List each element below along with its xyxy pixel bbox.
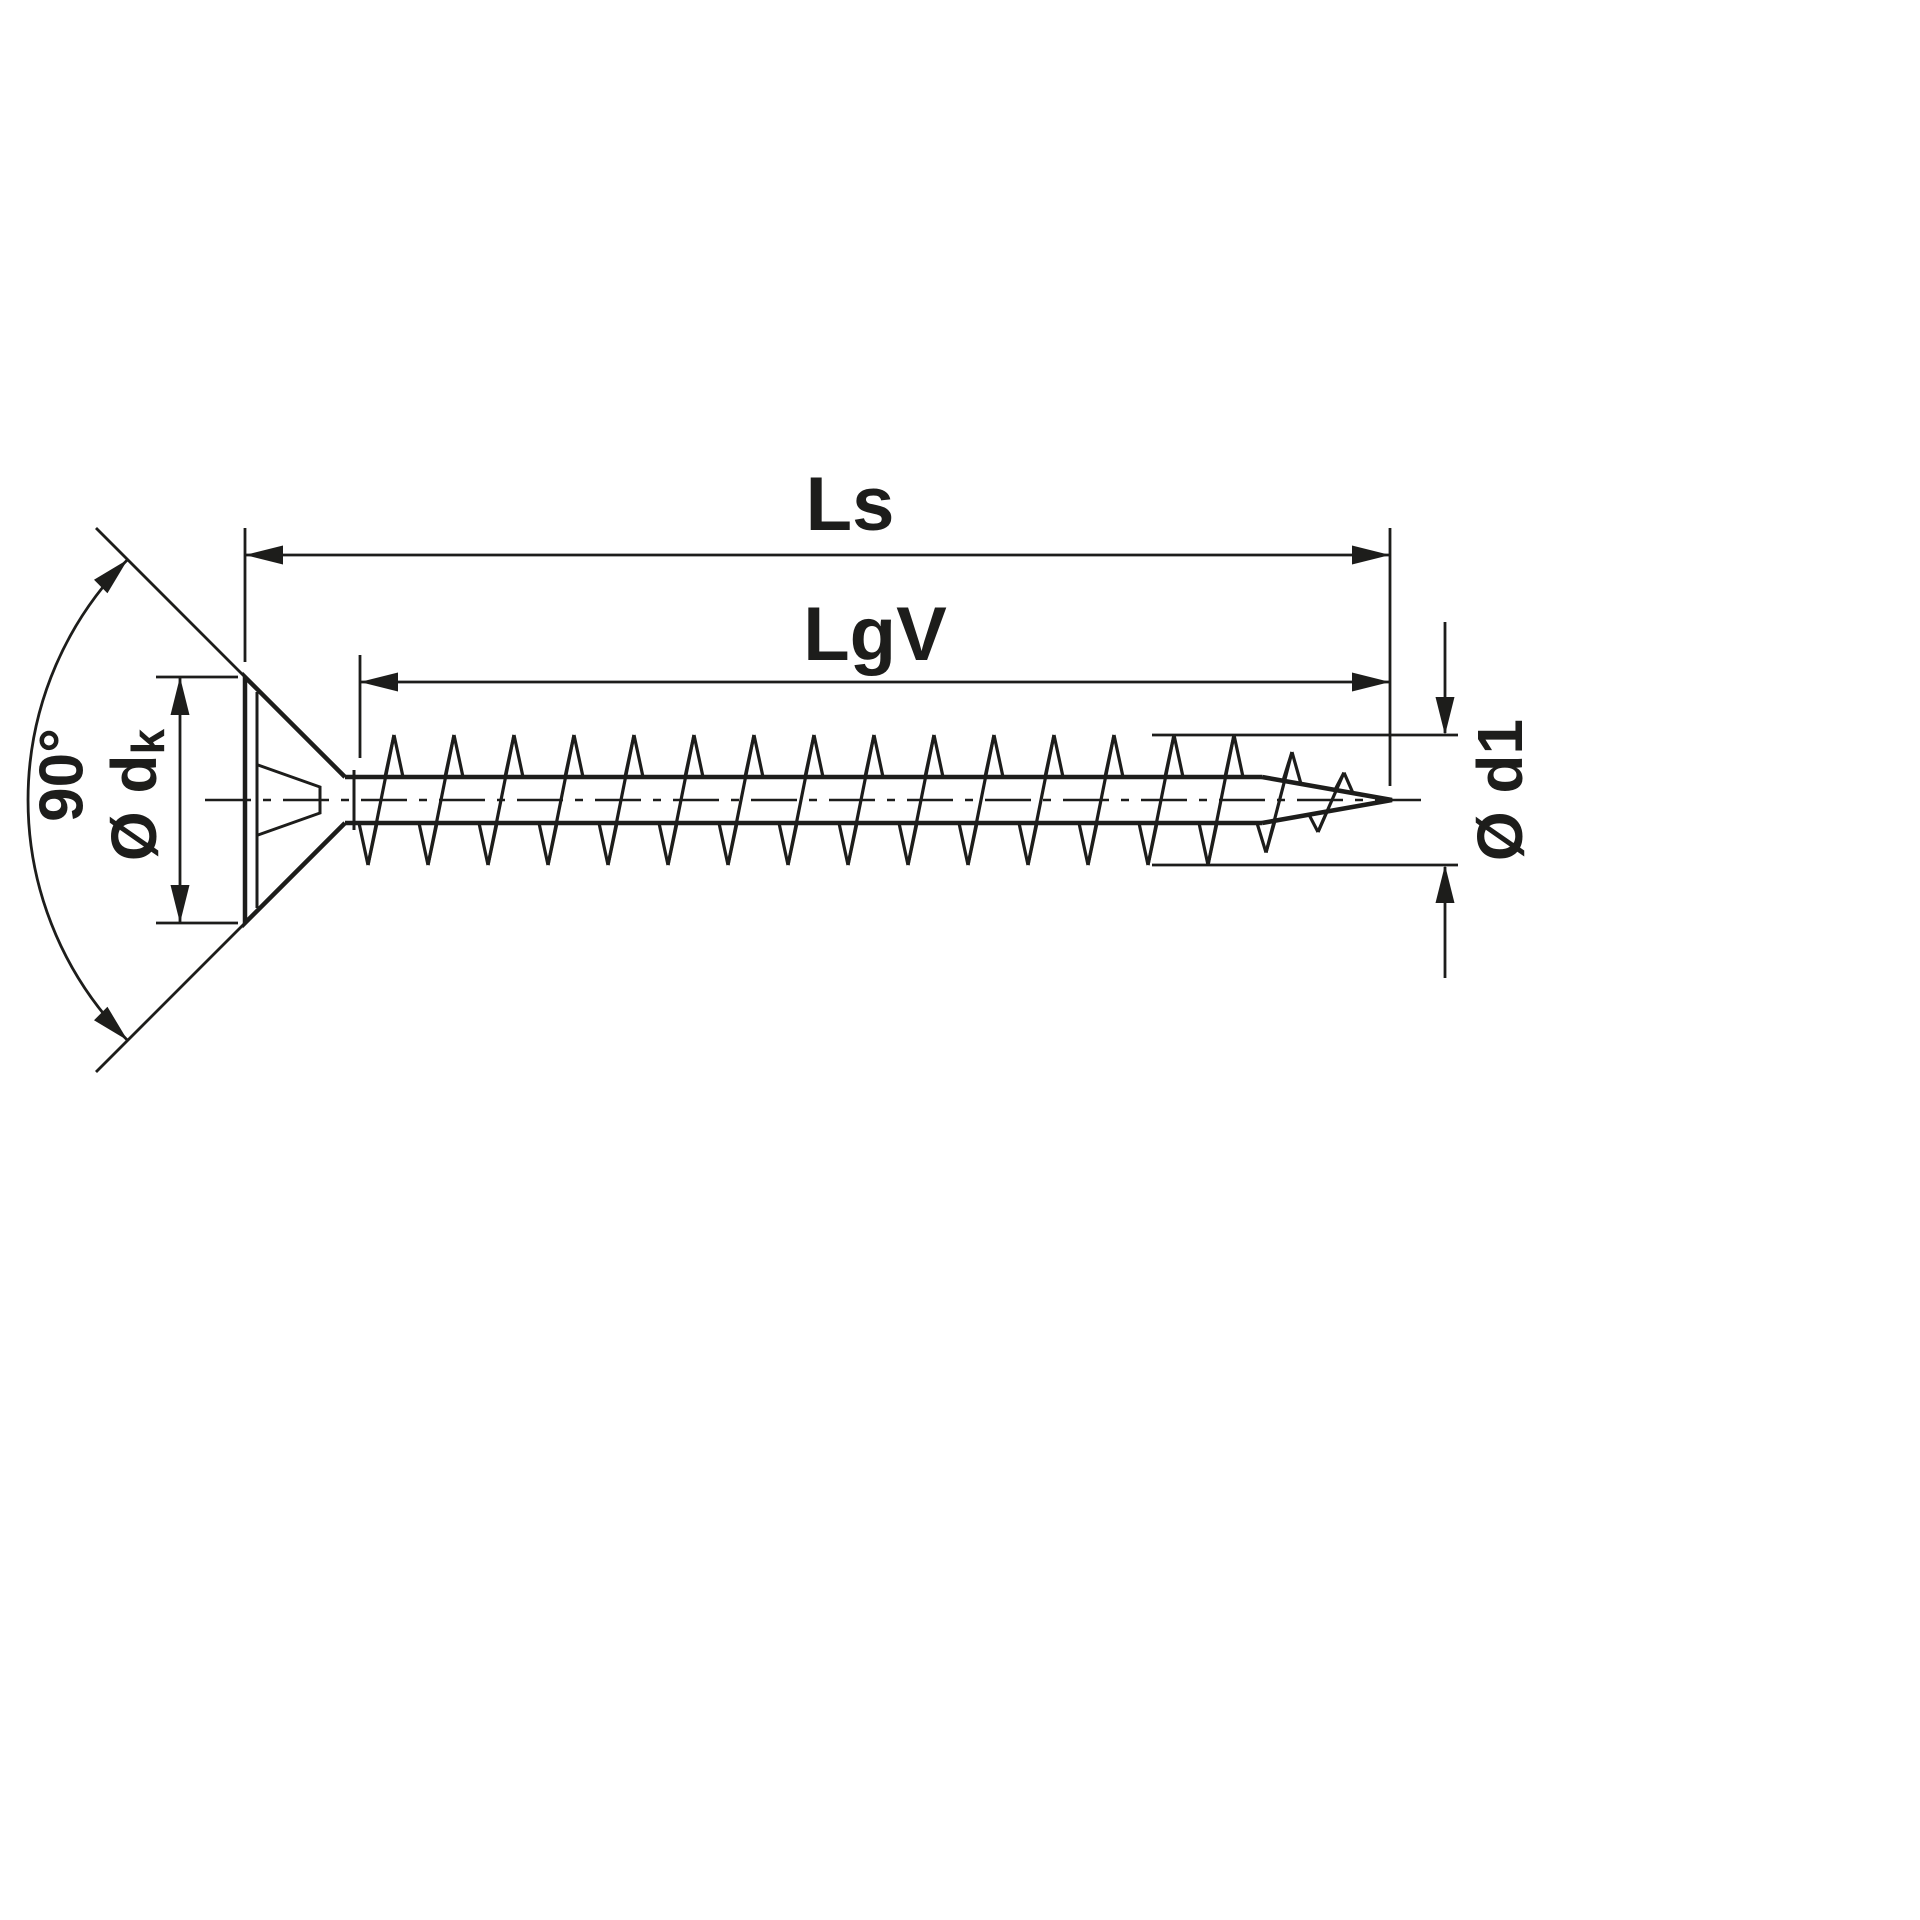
thread-line <box>1163 734 1176 778</box>
thread-line <box>666 822 679 866</box>
thread-line <box>1206 822 1219 866</box>
thread-line <box>872 734 885 778</box>
thread-line <box>837 822 850 866</box>
screw-tip-outline <box>1261 774 1393 826</box>
label-thread-diameter-d1: Ø d1 <box>1464 719 1536 861</box>
thread-line <box>366 822 379 866</box>
label-dk-prefix: Ø d <box>98 754 170 861</box>
thread-line <box>683 734 696 778</box>
screw-body <box>242 671 1393 929</box>
thread-line <box>597 822 610 866</box>
thread-line <box>863 734 876 778</box>
arrowhead <box>360 672 398 692</box>
thread-line <box>1255 822 1268 853</box>
arrowhead <box>1435 697 1455 735</box>
arrowhead <box>1435 865 1455 903</box>
thread-line <box>726 822 739 866</box>
screw-head-outline <box>242 671 347 929</box>
thread-line <box>537 822 550 866</box>
thread-line <box>1146 822 1159 866</box>
arrowhead <box>170 677 190 715</box>
thread-line <box>1316 810 1329 833</box>
thread-line <box>426 822 439 866</box>
thread-line <box>992 734 1005 778</box>
thread-line <box>983 734 996 778</box>
thread-line <box>1052 734 1065 778</box>
arrowhead <box>1352 672 1390 692</box>
thread-line <box>1307 813 1320 833</box>
thread-line <box>966 822 979 866</box>
dimension-arrowheads <box>94 545 1455 1041</box>
thread-line <box>803 734 816 778</box>
thread-line <box>1137 822 1150 866</box>
thread-line <box>1342 771 1355 794</box>
arrowhead <box>1352 545 1390 565</box>
thread-line <box>477 822 490 866</box>
thread-line <box>717 822 730 866</box>
label-thread-length-lgv: LgV <box>803 592 947 677</box>
thread-line <box>786 822 799 866</box>
head-recess-outline <box>257 763 322 837</box>
thread-line <box>606 822 619 866</box>
dim-angle-arc <box>26 558 129 1042</box>
thread-line <box>1232 734 1245 778</box>
thread-line <box>383 734 396 778</box>
thread-line <box>1333 771 1346 791</box>
thread-line <box>1281 751 1294 782</box>
dimension-lines <box>26 553 1390 1042</box>
thread-line <box>932 734 945 778</box>
thread-line <box>957 822 970 866</box>
thread-line <box>1197 822 1210 866</box>
thread-line <box>752 734 765 778</box>
thread-pattern <box>357 734 1355 866</box>
thread-line <box>503 734 516 778</box>
label-total-length-ls: Ls <box>806 462 895 547</box>
thread-line <box>417 822 430 866</box>
thread-line <box>563 734 576 778</box>
arrowhead <box>245 545 283 565</box>
thread-line <box>392 734 405 778</box>
thread-line <box>1017 822 1030 866</box>
arrowhead <box>170 885 190 923</box>
thread-line <box>1026 822 1039 866</box>
thread-line <box>452 734 465 778</box>
thread-line <box>923 734 936 778</box>
thread-line <box>1264 820 1277 853</box>
thread-line <box>1290 751 1303 785</box>
label-head-diameter-dk: Ø dk <box>98 728 174 861</box>
arrowhead <box>94 559 128 594</box>
thread-line <box>846 822 859 866</box>
label-dk-subscript: k <box>122 728 174 754</box>
arrowhead <box>94 1006 128 1041</box>
thread-line <box>1223 734 1236 778</box>
thread-line <box>777 822 790 866</box>
thread-line <box>906 822 919 866</box>
thread-line <box>572 734 585 778</box>
extension-lines <box>95 527 1458 1073</box>
cone-line-top <box>95 527 248 680</box>
thread-line <box>1103 734 1116 778</box>
thread-line <box>1043 734 1056 778</box>
thread-line <box>1086 822 1099 866</box>
thread-line <box>812 734 825 778</box>
thread-line <box>443 734 456 778</box>
thread-line <box>512 734 525 778</box>
thread-line <box>1172 734 1185 778</box>
thread-line <box>1112 734 1125 778</box>
thread-line <box>632 734 645 778</box>
thread-line <box>743 734 756 778</box>
thread-line <box>546 822 559 866</box>
thread-line <box>692 734 705 778</box>
thread-line <box>357 822 370 866</box>
thread-line <box>623 734 636 778</box>
thread-line <box>657 822 670 866</box>
thread-line <box>1077 822 1090 866</box>
thread-line <box>486 822 499 866</box>
cone-line-bottom <box>95 920 248 1073</box>
thread-line <box>897 822 910 866</box>
label-countersink-angle: 90° <box>28 728 97 822</box>
